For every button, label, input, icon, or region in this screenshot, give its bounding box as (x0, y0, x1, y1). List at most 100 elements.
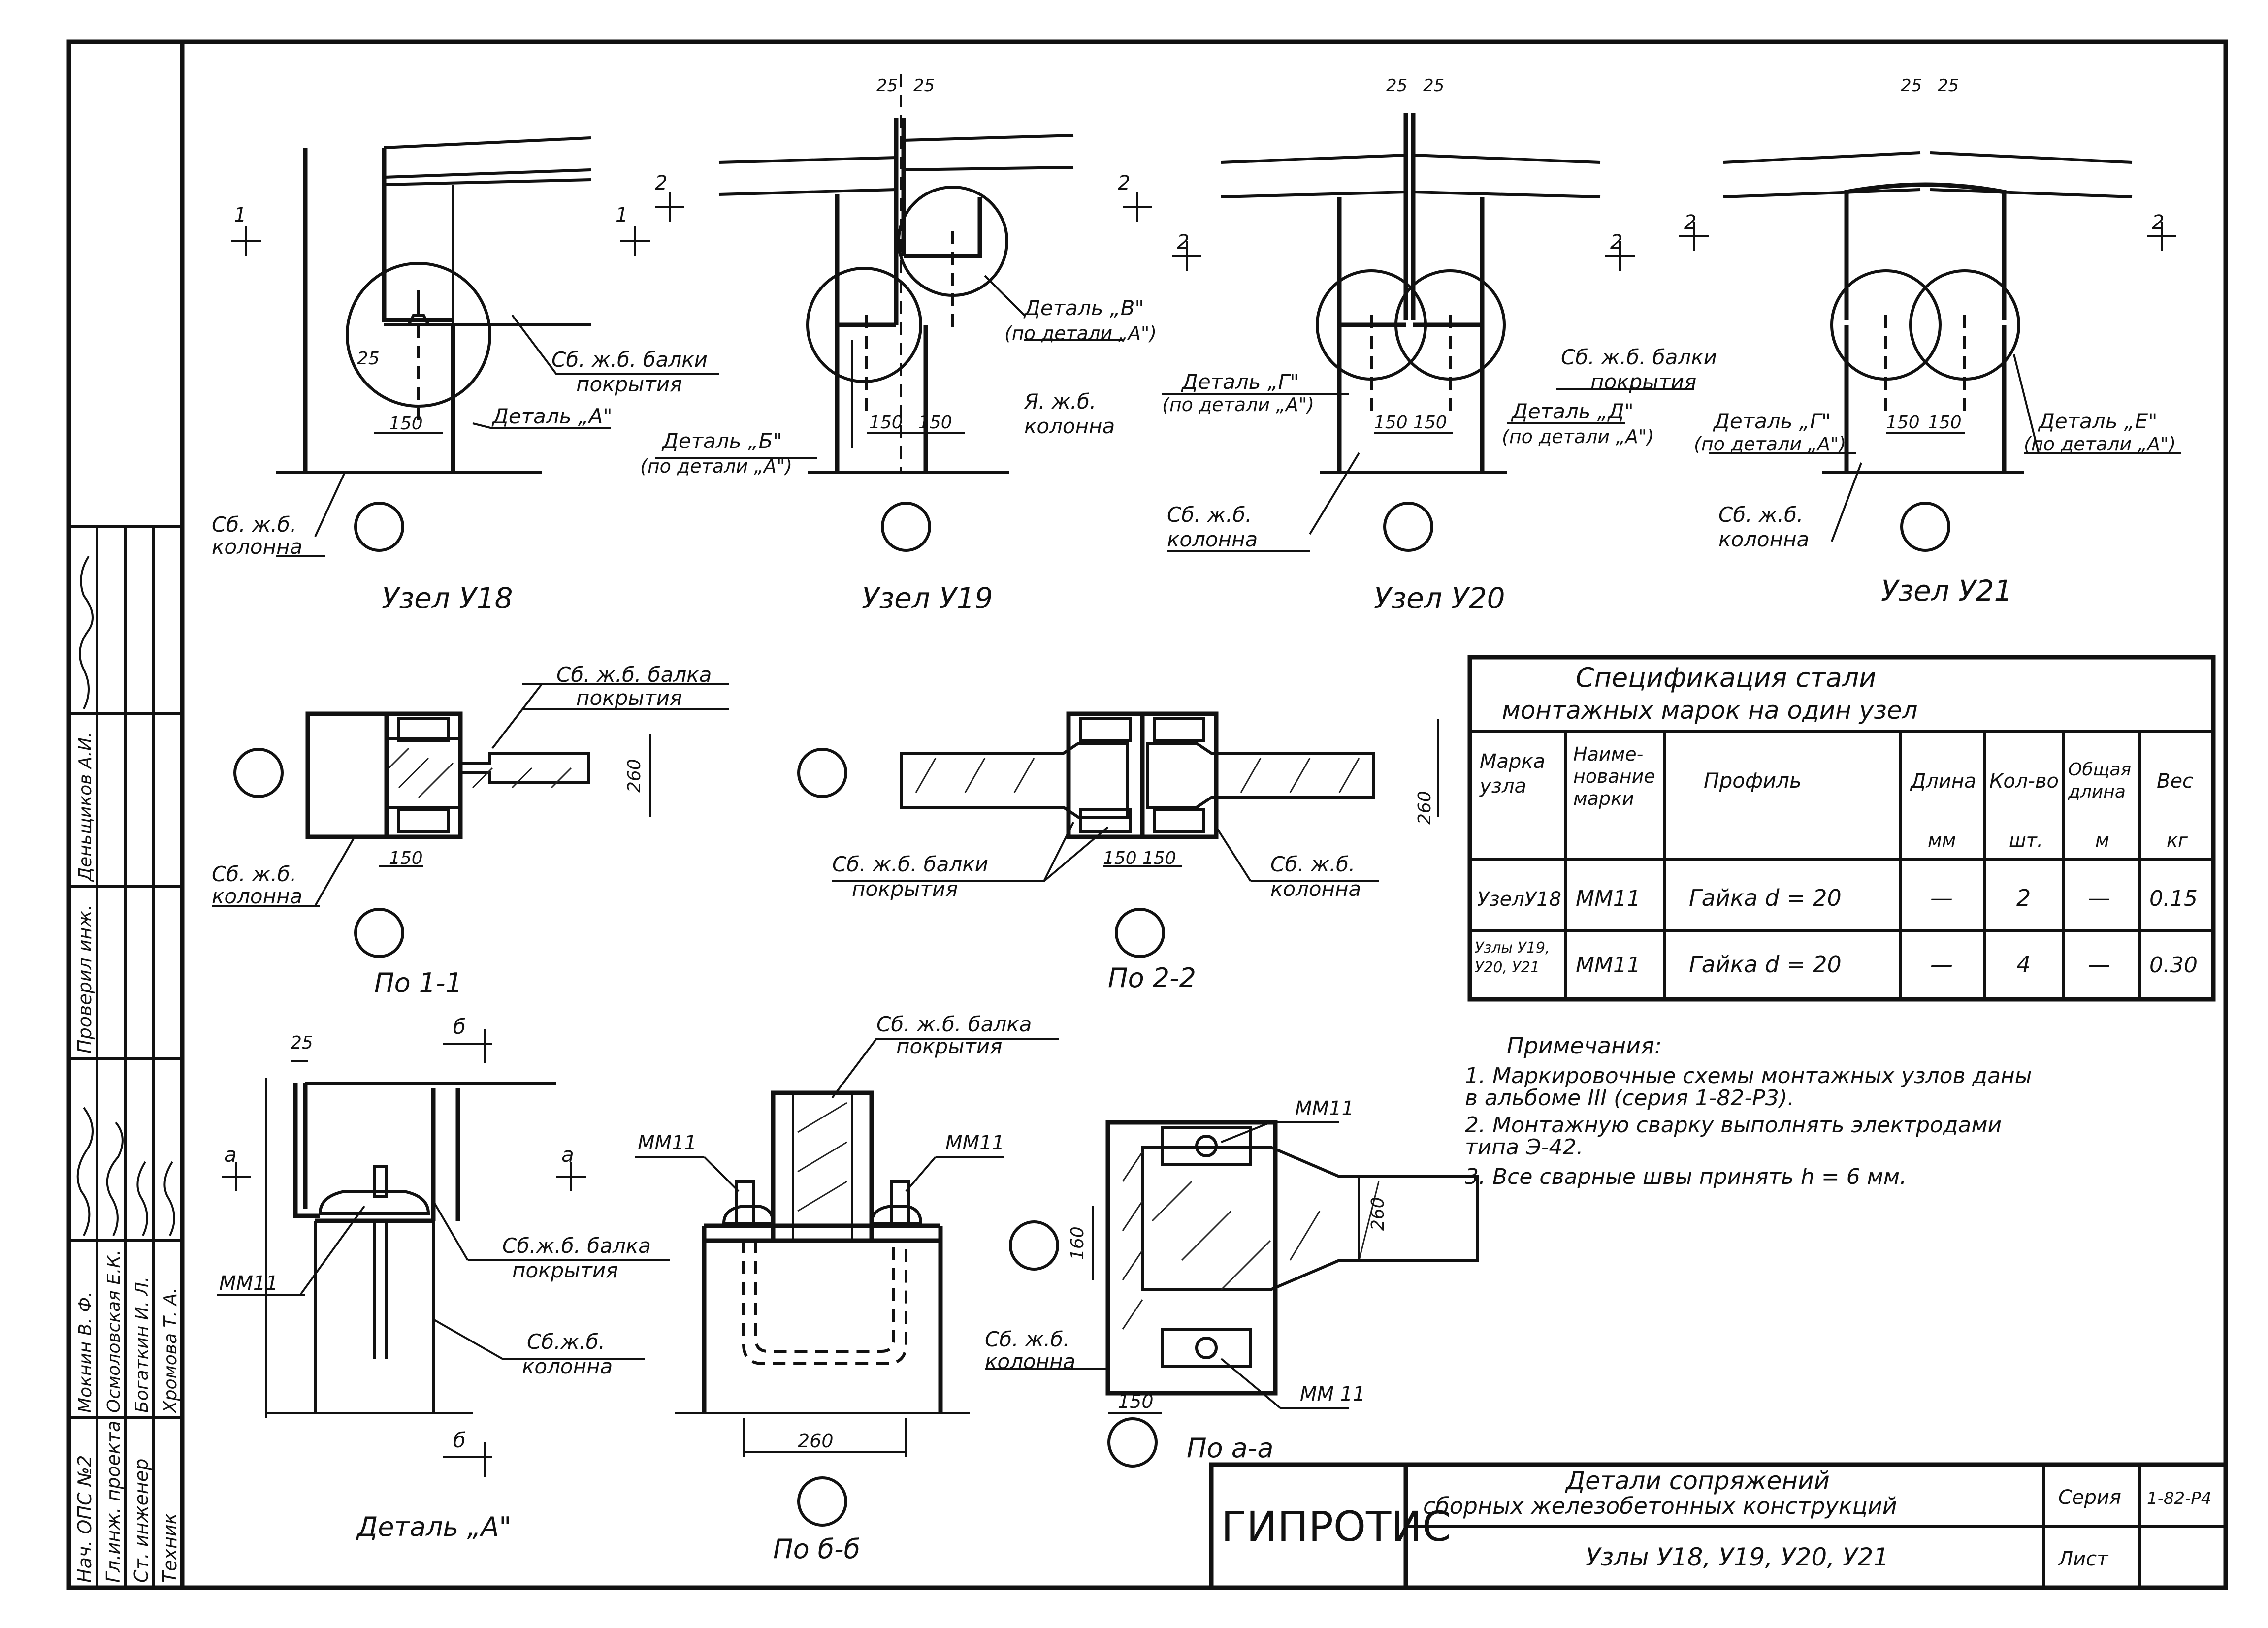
label-beam-s22-l1: Сб. ж.б. балки (832, 852, 988, 876)
dim-260-s11: 260 (624, 759, 645, 793)
side-role-4: Техник (159, 1513, 181, 1583)
dim-260-s22: 260 (1415, 791, 1435, 825)
signature-3 (106, 1121, 124, 1236)
dim-150-aa: 150 (1118, 1391, 1154, 1412)
detail-a (217, 1029, 670, 1477)
label-beam-bb-l1: Сб. ж.б. балка (876, 1012, 1032, 1036)
sect-2-c: 2 (1177, 231, 1189, 254)
label-col-s11-l2: колонна (212, 884, 302, 908)
sect-b-bottom: б (453, 1428, 466, 1452)
signature-1 (79, 555, 94, 709)
label-beam-l1: Сб. ж.б. балки (551, 348, 708, 372)
side-role-1: Нач. ОПС №2 (74, 1455, 96, 1583)
spec-r2-total: — (2088, 951, 2110, 978)
label-beam-s22-l2: покрытия (852, 877, 958, 901)
dim-150-y20b: 150 (1413, 413, 1447, 433)
sect-2-d: 2 (1610, 231, 1622, 254)
sect-2-f: 2 (2152, 211, 2164, 234)
dim-150-s22b: 150 (1142, 848, 1176, 868)
label-col-da-l1: Сб.ж.б. (527, 1330, 605, 1354)
label-mm11-aa-bottom: ММ 11 (1300, 1383, 1365, 1405)
dim-150-y19b: 150 (918, 413, 952, 433)
spec-r2-node-l2: У20, У21 (1475, 959, 1540, 976)
label-det-g-l2: (по детали „А") (1162, 394, 1314, 415)
spec-header-mark: Марка узла (1479, 750, 1552, 798)
spec-header-name-l2: нование (1573, 766, 1655, 787)
label-det-d-l1: Деталь „Д" (1511, 399, 1634, 423)
spec-r1-total: — (2088, 885, 2110, 911)
spec-header-profile: Профиль (1704, 768, 1802, 793)
spec-title-l1: Спецификация стали (1576, 662, 1876, 693)
note-1a: 1. Маркировочные схемы монтажных узлов д… (1465, 1063, 2032, 1088)
label-mm11-aa-top: ММ11 (1295, 1097, 1354, 1120)
spec-header-weight: Вес (2157, 770, 2193, 793)
spec-header-name: Наиме- нование марки (1573, 743, 1661, 809)
dim-160-aa: 160 (1068, 1226, 1088, 1260)
side-checked-name: Деньщиков А.И. (75, 732, 96, 882)
dim-25-y19a: 25 (876, 76, 898, 96)
label-col-dot-l2: колонна (1024, 414, 1115, 438)
node-y20-title: Узел У20 (1374, 581, 1505, 615)
spec-r1-mark: ММ11 (1576, 886, 1641, 911)
label-det-v-l1: Деталь „В" (1023, 296, 1144, 320)
detail-a-title: Деталь „А" (356, 1511, 511, 1542)
spec-r2-length: — (1930, 951, 1953, 978)
node-y20 (1162, 113, 1635, 552)
spec-header-total-l2: длина (2068, 782, 2126, 802)
stamp-title-l2: сборных железобетонных конструкций (1423, 1493, 1897, 1519)
dim-25-y21b: 25 (1938, 76, 1959, 96)
node-y21 (1556, 151, 2181, 552)
spec-unit-qty: шт. (2009, 830, 2043, 851)
stamp-sheet-label: Лист (2057, 1548, 2109, 1570)
label-col-s11-l1: Сб. ж.б. (212, 862, 296, 886)
label-mm11-bb-l: ММ11 (638, 1132, 697, 1154)
dim-150-y19a: 150 (869, 413, 903, 433)
label-beam-y21-l2: покрытия (1590, 370, 1696, 394)
side-stamp (69, 525, 182, 1588)
spec-header-mark-l1: Марка (1480, 750, 1545, 773)
signature-5 (163, 1161, 175, 1236)
label-col-aa-l1: Сб. ж.б. (985, 1327, 1069, 1351)
label-beam-bb-l2: покрытия (896, 1034, 1002, 1058)
note-1b: в альбоме III (серия 1-82-Р3). (1465, 1085, 1794, 1111)
label-col-y21-l1: Сб. ж.б. (1718, 503, 1803, 527)
spec-unit-total: м (2095, 830, 2109, 851)
label-det-a: Деталь „А" (491, 404, 613, 428)
spec-header-name-l1: Наиме- (1573, 743, 1643, 765)
sect-1-b: 1 (616, 204, 628, 226)
label-col-aa-l2: колонна (985, 1349, 1075, 1373)
title-block (1209, 1462, 2228, 1590)
dim-25-y20a: 25 (1386, 76, 1407, 96)
label-det-b-l1: Деталь „Б" (661, 429, 782, 453)
dim-25-y20b: 25 (1423, 76, 1444, 96)
dim-150-y18: 150 (389, 414, 423, 434)
node-y21-title: Узел У21 (1881, 574, 2012, 607)
side-name-3: Богаткин И. Л. (132, 1277, 152, 1413)
spec-header-length: Длина (1910, 770, 1976, 793)
stamp-title-l1: Детали сопряжений (1565, 1467, 1830, 1495)
label-mm11-bb-r: ММ11 (945, 1132, 1004, 1154)
label-det-e-l1: Деталь „Е" (2038, 409, 2157, 433)
note-3: 3. Все сварные швы принять h = 6 мм. (1465, 1164, 1907, 1189)
section-b-b (635, 1038, 1059, 1527)
spec-table (1467, 655, 2216, 1002)
spec-unit-length: мм (1928, 830, 1956, 851)
label-det-b-l2: (по детали „А") (640, 455, 792, 477)
notes-heading: Примечания: (1507, 1032, 1662, 1059)
dim-25-y21a: 25 (1901, 76, 1922, 96)
spec-header-total-l1: Общая (2068, 760, 2131, 780)
spec-r2-node-l1: Узлы У19, (1475, 939, 1550, 957)
label-det-g-l1: Деталь „Г" (1181, 370, 1299, 394)
spec-unit-weight: кг (2167, 830, 2188, 851)
note-2b: типа Э-42. (1465, 1135, 1584, 1160)
label-mm11-da: ММ11 (219, 1272, 278, 1295)
side-checked-role: Проверил инж. (74, 904, 96, 1053)
label-det-v-l2: (по детали „А") (1004, 322, 1157, 344)
spec-r2-mark: ММ11 (1576, 953, 1641, 978)
label-det-g2-l2: (по детали „А") (1694, 433, 1846, 455)
side-role-2: Гл.инж. проекта (102, 1421, 124, 1583)
section-2-2 (797, 711, 1439, 958)
label-col-dot-l1: Я. ж.б. (1024, 389, 1096, 414)
label-det-d-l2: (по детали „А") (1502, 426, 1654, 447)
